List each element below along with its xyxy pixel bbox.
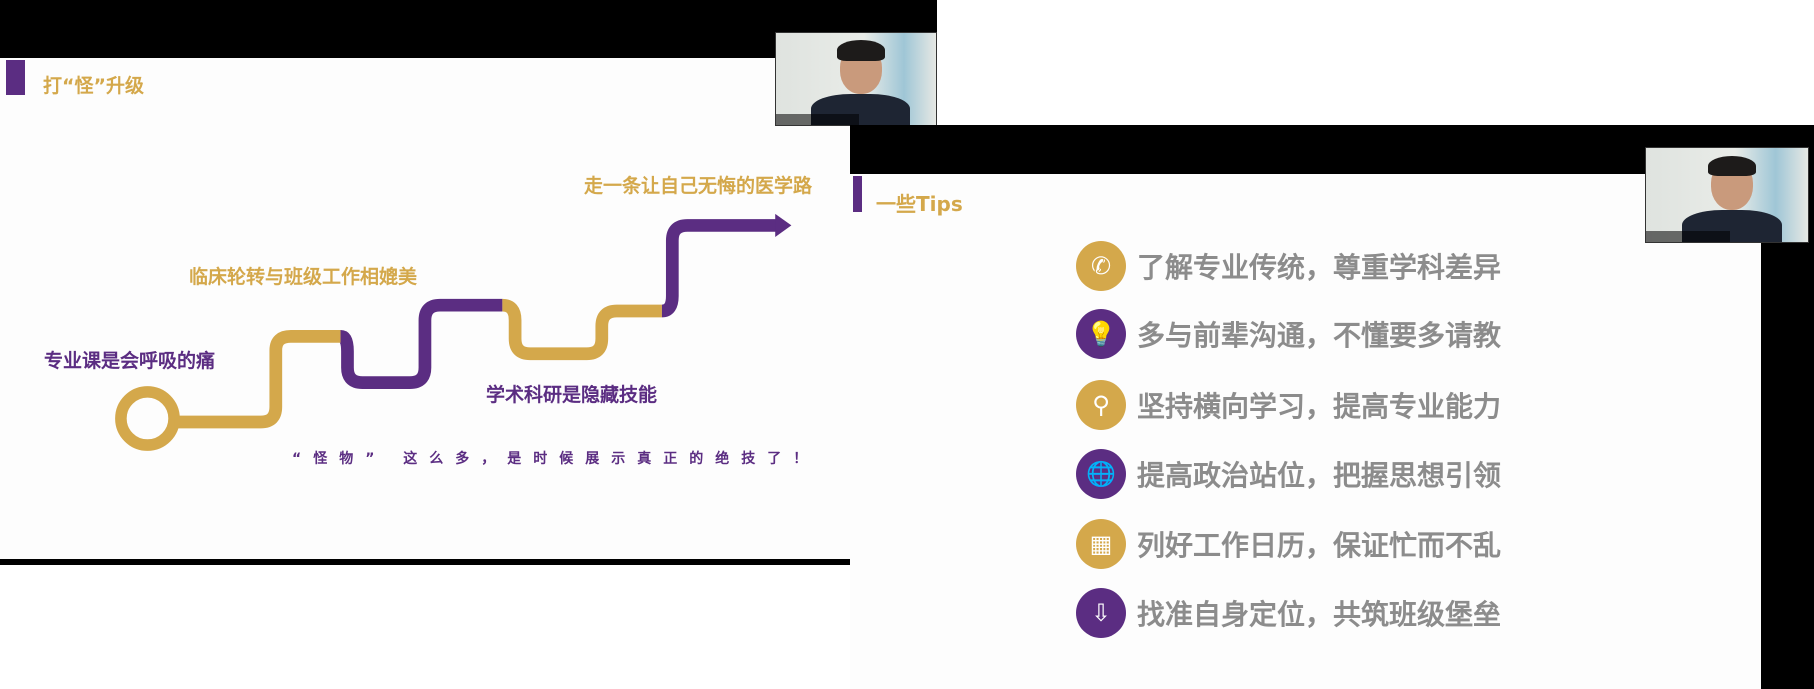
- path-segment-2: [339, 298, 503, 390]
- tip-item: 坚持横向学习，提高专业能力: [1137, 390, 1502, 423]
- tip-item: 多与前辈沟通，不懂要多请教: [1137, 319, 1502, 352]
- slide-caption: “怪物” 这么多，是时候展示真正的绝技了！: [292, 451, 820, 467]
- webcam-video-1[interactable]: [775, 32, 937, 126]
- milestone-3: 学术科研是隐藏技能: [486, 384, 658, 406]
- participant-name-label: [776, 113, 860, 125]
- tip-item: 了解专业传统，尊重学科差异: [1137, 251, 1502, 284]
- path-segment-1: [174, 330, 341, 429]
- lightbulb-icon: 💡: [1076, 309, 1126, 359]
- location-pin-icon: ⚲: [1076, 380, 1126, 430]
- path-segment-4: [661, 219, 778, 318]
- path-segment-3: [501, 298, 662, 361]
- arrow-head: [775, 213, 792, 237]
- participant-name-label: [1646, 230, 1731, 242]
- cloud-download-icon: ⇩: [1076, 588, 1126, 638]
- tip-item: 提高政治站位，把握思想引领: [1137, 459, 1502, 492]
- title-accent-bar: [6, 60, 25, 95]
- right-slide-title: 一些Tips: [876, 192, 963, 216]
- milestone-2: 临床轮转与班级工作相媲美: [189, 266, 418, 288]
- left-slide-bottom-border: [0, 559, 850, 565]
- left-slide-title: 打“怪”升级: [43, 75, 144, 97]
- webcam-video-2[interactable]: [1645, 147, 1809, 243]
- tips-accent-bar: [853, 176, 862, 212]
- start-circle: [115, 386, 180, 451]
- calendar-icon: ▦: [1076, 519, 1126, 569]
- milestone-1: 专业课是会呼吸的痛: [44, 350, 216, 372]
- tip-item: 列好工作日历，保证忙而不乱: [1137, 529, 1502, 562]
- tip-item: 找准自身定位，共筑班级堡垒: [1137, 598, 1502, 631]
- phone-icon: ✆: [1076, 241, 1126, 291]
- milestone-4: 走一条让自己无悔的医学路: [584, 175, 813, 197]
- globe-icon: 🌐: [1076, 449, 1126, 499]
- right-slide: [850, 174, 1761, 689]
